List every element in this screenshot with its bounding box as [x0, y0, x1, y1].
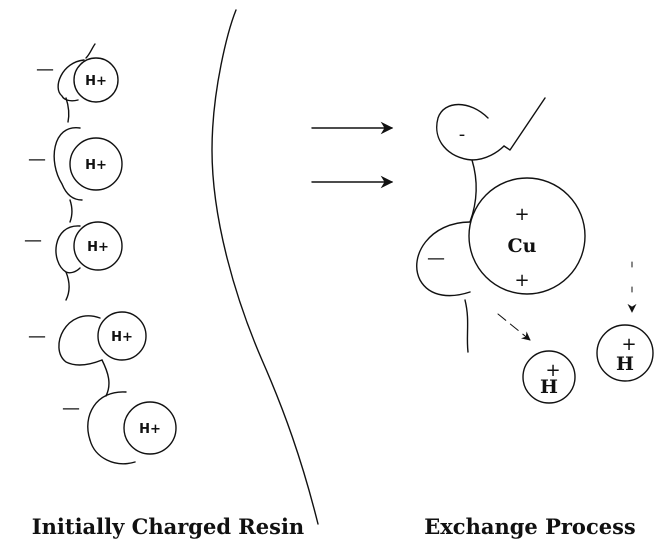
negative-charge: — [36, 59, 54, 80]
ion-circle [123, 401, 177, 455]
positive-charge: + [514, 204, 529, 225]
hydrogen-ion-label: H [616, 353, 634, 375]
resin-site: H+ — [36, 57, 119, 103]
resin-chain: H+ — H+ — H+ — H+ — H+ — [24, 43, 177, 465]
hydrogen-ion-label: H [540, 376, 558, 398]
ion-circle [97, 311, 147, 361]
hydrogen-ion-label: H+ [111, 330, 133, 345]
negative-charge: — [24, 230, 42, 251]
released-hydrogen-ion: + H [522, 350, 576, 404]
negative-charge: — [28, 149, 46, 170]
resin-site: H+ — [24, 221, 123, 274]
ion-circle [468, 177, 586, 295]
resin-site: H+ — [28, 127, 123, 201]
hydrogen-ion-label: H+ [85, 74, 107, 89]
released-hydrogen-ion: + H [596, 324, 654, 382]
resin-caption: Initially Charged Resin [32, 514, 304, 539]
exchange-caption: Exchange Process [424, 514, 635, 539]
positive-charge: + [621, 334, 636, 355]
negative-charge: - [459, 124, 466, 145]
divider-curve [211, 9, 319, 525]
ion-circle [596, 324, 654, 382]
hydrogen-ion-label: H+ [87, 240, 109, 255]
positive-charge: + [545, 360, 560, 381]
negative-charge: — [427, 248, 445, 269]
hydrogen-ion-label: H+ [139, 422, 161, 437]
ion-circle [73, 221, 123, 271]
negative-charge: — [62, 398, 80, 419]
exchange-structure: - — + Cu + + H + H [416, 97, 654, 404]
release-arrow-icon [497, 313, 531, 341]
ion-circle [522, 350, 576, 404]
process-arrows [311, 121, 394, 189]
ion-circle [73, 57, 119, 103]
ion-circle [69, 137, 123, 191]
resin-site: H+ — [28, 311, 147, 366]
copper-ion-label: Cu [508, 235, 537, 257]
resin-site: H+ — [62, 391, 177, 455]
positive-charge: + [514, 270, 529, 291]
hydrogen-ion-label: H+ [85, 158, 107, 173]
copper-ion: + Cu + [468, 177, 586, 295]
negative-charge: — [28, 326, 46, 347]
